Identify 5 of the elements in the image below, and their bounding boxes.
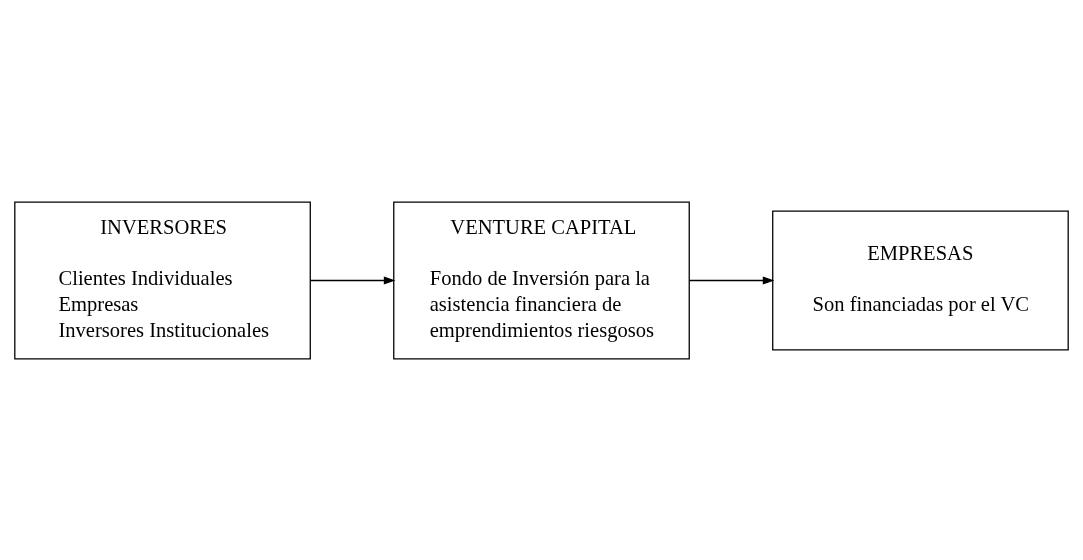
node-box: EMPRESAS Son financiadas por el VC [772,210,1069,350]
arrow [310,275,396,285]
node-box: VENTURE CAPITAL Fondo de Inversión para la asistencia financiera de emprendimientos riesgosos [393,201,690,359]
arrow [689,275,775,285]
node-box: INVERSORES Clientes Individuales Empresas Inversores Institucionales [14,201,311,359]
